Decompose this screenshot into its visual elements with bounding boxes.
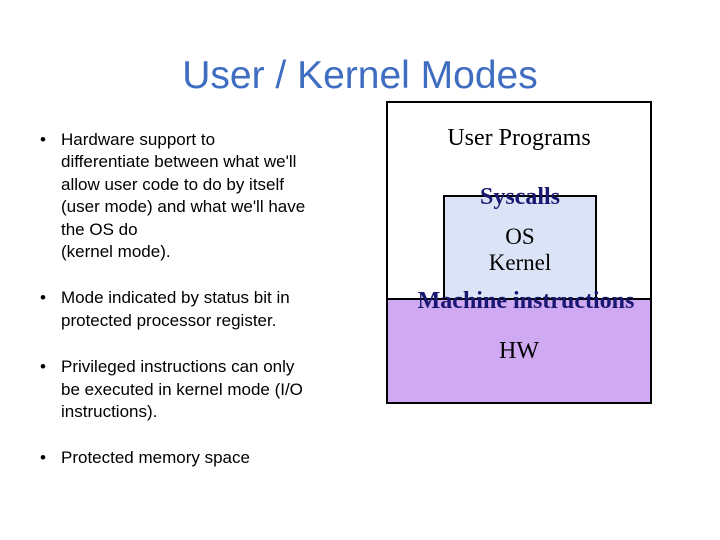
bullet-text: Protected memory space [61,448,250,468]
bullet-icon: • [40,130,46,149]
bullet-text: Hardware support to differentiate betwee… [61,130,306,262]
bullet-text: Mode indicated by status bit in protecte… [61,288,290,330]
page-title: User / Kernel Modes [182,54,538,97]
os-kernel-label: OS Kernel [488,224,552,275]
bullet-item: • Protected memory space [40,447,375,469]
syscalls-label: Syscalls [479,184,560,210]
user-programs-label: User Programs [447,125,591,151]
os-kernel-box [443,195,597,300]
bullet-icon: • [40,448,46,468]
hw-label: HW [499,338,539,364]
bullet-icon: • [40,357,46,377]
bullet-item: • Mode indicated by status bit in protec… [40,287,375,332]
hw-box [386,298,652,404]
machine-instructions-label: Machine instructions [417,288,635,314]
bullet-icon: • [40,288,46,308]
bullet-text: Privileged instructions can only be exec… [61,357,303,422]
bullet-item: • Hardware support to differentiate betw… [40,129,375,263]
bullet-item: • Privileged instructions can only be ex… [40,356,375,423]
bullet-list: • Hardware support to differentiate betw… [40,129,375,494]
